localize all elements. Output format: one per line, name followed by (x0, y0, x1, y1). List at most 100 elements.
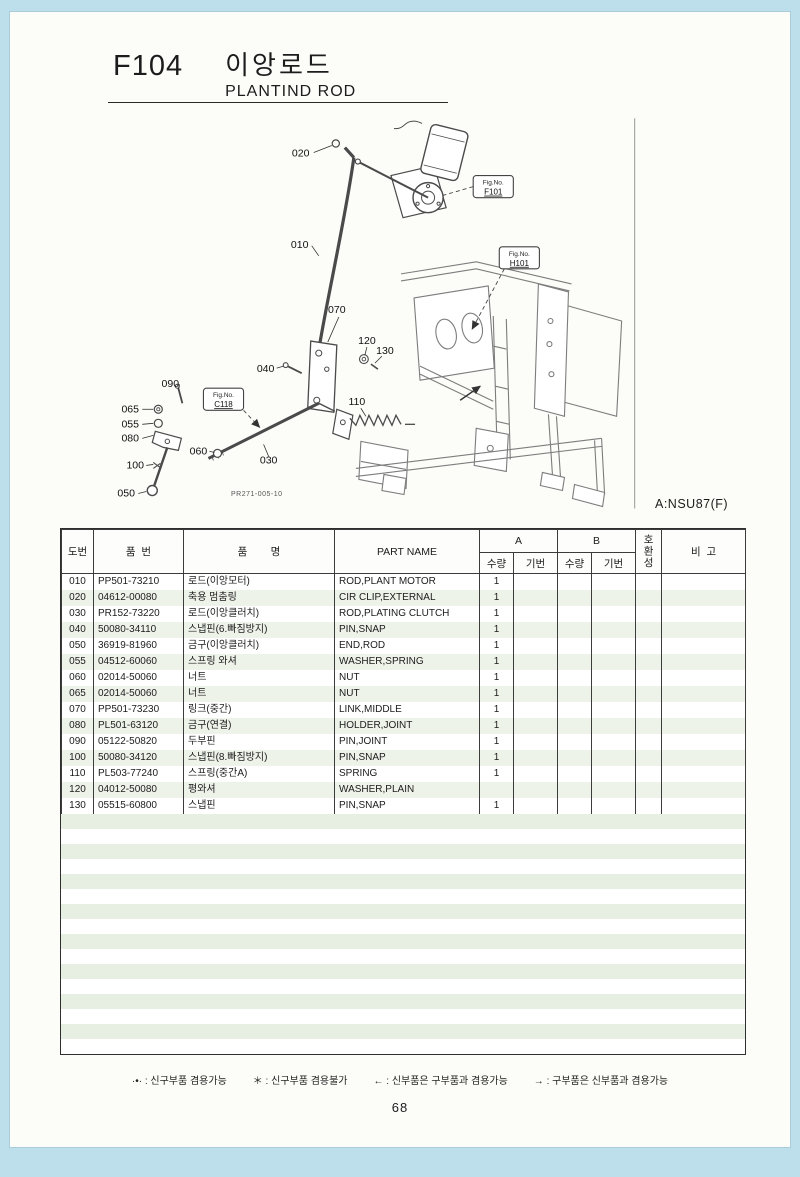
cell-compat (635, 718, 663, 734)
cell-qty_a: 1 (479, 622, 514, 638)
cell-name_ko: 로드(이앙모터) (183, 573, 335, 590)
cell-part_name: END,ROD (334, 638, 480, 654)
assembly-diagram: 0200100701201300400900650550800600301001… (117, 118, 636, 509)
svg-text:H101: H101 (510, 259, 530, 268)
cell-ser_a (512, 718, 559, 734)
plant-rod-art (318, 139, 356, 345)
cell-ser_b (591, 798, 637, 814)
callout-leader-110 (360, 408, 367, 417)
cell-no: 065 (61, 686, 94, 702)
cell-compat (635, 573, 663, 590)
cell-compat (635, 782, 663, 798)
svg-text:Fig.No.: Fig.No. (509, 251, 530, 258)
cell-qty_a: 1 (479, 766, 514, 782)
cell-no: 110 (61, 766, 94, 782)
cell-note (661, 718, 747, 734)
cell-part_no: 50080-34110 (93, 622, 184, 638)
cell-qty_b (557, 654, 593, 670)
empty-row (61, 859, 745, 874)
legend-item-new-to-old: ← : 신부품은 구부품과 겸용가능 (373, 1076, 508, 1087)
cell-qty_b (557, 798, 593, 814)
empty-row (61, 919, 745, 934)
cell-compat (635, 622, 663, 638)
cell-name_ko: 스냅핀 (183, 798, 335, 814)
cell-ser_b (591, 702, 637, 718)
cell-part_no: 50080-34120 (93, 750, 184, 766)
cell-qty_a: 1 (479, 702, 514, 718)
cell-note (661, 766, 747, 782)
cell-no: 070 (61, 702, 94, 718)
joint-hardware-art (146, 383, 223, 497)
cell-ser_b (591, 718, 637, 734)
cell-part_no: PP501-73230 (93, 702, 184, 718)
drawing-reference: PR271-005-10 (231, 491, 283, 498)
cell-part_name: NUT (334, 686, 480, 702)
legend-item-compatible: ·•· : 신구부품 겸용가능 (131, 1076, 227, 1087)
callout-leader-070 (327, 316, 340, 343)
cell-ser_b (591, 766, 637, 782)
cell-qty_a: 1 (479, 734, 514, 750)
direction-arrow (459, 385, 482, 401)
legend-item-not-compatible: ＊ : 신구부품 겸용불가 (252, 1076, 348, 1087)
col-header-part-number: 품 번 (93, 529, 184, 574)
cell-compat (635, 654, 663, 670)
model-label: A:NSU87(F) (655, 497, 729, 511)
cell-compat (635, 606, 663, 622)
cell-ser_a (512, 573, 559, 590)
part-callout-070: 070 (328, 304, 346, 316)
cell-part_name: HOLDER,JOINT (334, 718, 480, 734)
page-title-english: PLANTIND ROD (225, 83, 357, 100)
cell-part_name: PIN,SNAP (334, 750, 480, 766)
cell-part_name: SPRING (334, 766, 480, 782)
fig-ref-F101: Fig.No.F101 (441, 175, 514, 199)
part-callout-040: 040 (257, 363, 275, 375)
col-header-serial-b: 기번 (591, 552, 637, 574)
cell-ser_a (512, 782, 559, 798)
cell-ser_a (512, 734, 559, 750)
cell-ser_b (591, 606, 637, 622)
cell-qty_b (557, 686, 593, 702)
cell-name_ko: 스냅핀(6.빠짐방지) (183, 622, 335, 638)
cell-ser_a (512, 590, 559, 606)
cell-part_name: PIN,SNAP (334, 622, 480, 638)
parts-table: 도번 품 번 품 명 PART NAME A B 호환성 비 고 수량 기번 수… (60, 528, 747, 1055)
cell-name_ko: 스프링 와셔 (183, 654, 335, 670)
cell-ser_b (591, 782, 637, 798)
callout-leader-020 (313, 145, 332, 153)
cell-part_no: PL501-63120 (93, 718, 184, 734)
cell-part_name: NUT (334, 670, 480, 686)
cell-qty_b (557, 750, 593, 766)
cell-part_no: 05515-60800 (93, 798, 184, 814)
svg-text:F101: F101 (484, 188, 503, 197)
callout-leader-060 (209, 450, 215, 453)
cell-compat (635, 590, 663, 606)
legend: ·•· : 신구부품 겸용가능 ＊ : 신구부품 겸용불가 ← : 신부품은 구… (10, 1072, 790, 1087)
cell-ser_b (591, 573, 637, 590)
cell-compat (635, 670, 663, 686)
cell-no: 080 (61, 718, 94, 734)
cell-note (661, 750, 747, 766)
cell-part_name: PIN,JOINT (334, 734, 480, 750)
cell-qty_a: 1 (479, 606, 514, 622)
col-header-note: 비 고 (661, 529, 747, 574)
col-header-name-korean: 품 명 (183, 529, 335, 574)
figure-code: F104 (113, 50, 184, 82)
callout-leader-100 (146, 464, 154, 466)
cell-part_name: PIN,SNAP (334, 798, 480, 814)
plant-motor-art (354, 120, 469, 219)
cell-qty_a: 1 (479, 798, 514, 814)
cell-no: 090 (61, 734, 94, 750)
cell-part_no: 02014-50060 (93, 670, 184, 686)
cell-no: 020 (61, 590, 94, 606)
col-header-compatibility: 호환성 (635, 529, 663, 574)
cell-no: 050 (61, 638, 94, 654)
title-group: 이앙로드 PLANTIND ROD (225, 50, 356, 101)
cell-compat (635, 734, 663, 750)
cell-part_name: WASHER,SPRING (334, 654, 480, 670)
cell-ser_a (512, 670, 559, 686)
